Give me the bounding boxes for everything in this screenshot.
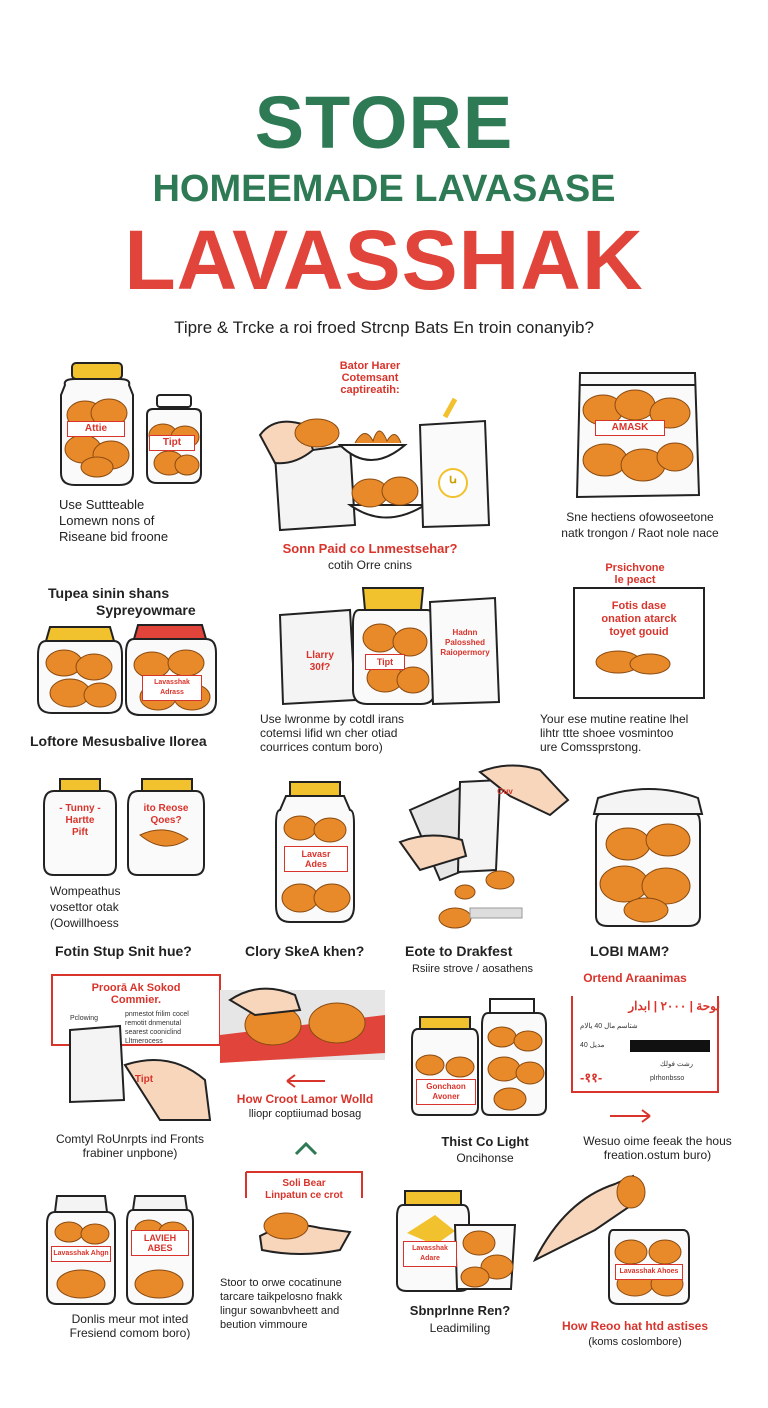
subtitle: Tipre & Trcke a roi froed Strcnp Bats En… bbox=[174, 318, 594, 337]
r2-jars-caption: Loftore Mesusbalive Ilorea bbox=[30, 733, 207, 749]
sign-hand-illustration bbox=[245, 1141, 363, 1255]
r4-ledger-head: Ortend Araanimas bbox=[583, 971, 687, 985]
r5-jar-open-caption: Leadimiling bbox=[429, 1321, 491, 1335]
r4-card-title: Proorā Ak Sokod Commier. bbox=[91, 982, 181, 1006]
r3-jar-head: Clory SkeA khen? bbox=[245, 943, 365, 959]
r3-bag-b-label: ito Reose Qoes? bbox=[143, 803, 189, 826]
r2-jar-label: Lavasshak Adrass bbox=[142, 675, 202, 701]
r4-tray-caption-red: How Croot Lamor Wolld bbox=[236, 1092, 374, 1106]
r3-jar-illustration bbox=[275, 781, 355, 923]
cell-r4-card: Proorā Ak Sokod Commier. Pclowing pnmest… bbox=[30, 970, 230, 1170]
r1-bags-caption: cotih Orre cnins bbox=[327, 558, 413, 572]
r2-bags-caption: Use lwronme by cotdl irans cotemsi lifid… bbox=[260, 712, 405, 754]
r5-hand-caption: Stoor to orwe cocatinune tarcare taikpel… bbox=[220, 1277, 343, 1331]
cell-r5-jars: Lavasshak Ahgn LAVIEH ABES Donlis meur m… bbox=[45, 1190, 215, 1350]
jar-label-a: Attie bbox=[67, 421, 125, 437]
r5-hand-jar-caption-red: How Reoo hat htd astises bbox=[561, 1319, 709, 1333]
r2-bag-b-label: Hadnn Palosshed Raiopermory bbox=[440, 628, 490, 657]
r2-card-top: Prsichvone le peact bbox=[605, 562, 665, 586]
r5-jar-label-b: LAVIEH ABES bbox=[131, 1230, 189, 1256]
r4-card-caption: Comtyl RoUnrpts ind Fronts frabiner unpb… bbox=[55, 1132, 205, 1160]
r4-card-tag: Tipt bbox=[134, 1074, 154, 1085]
r3-hands-sign: Ouv bbox=[497, 787, 513, 796]
title-homemade: HOMEEMADE LAVASASE bbox=[152, 168, 616, 210]
r3-hands-head: Eote to Drakfest bbox=[405, 943, 513, 959]
bags-illustration bbox=[258, 397, 491, 532]
r4-card-lines: pnmestot frilim cocel remotit dnmenutal … bbox=[125, 1011, 189, 1045]
r5-jar-label-a: Lavasshak Ahgn bbox=[51, 1246, 111, 1262]
jar-cloth-illustration bbox=[592, 788, 704, 927]
cell-r3-hands: Ouv bbox=[398, 760, 570, 930]
open-jar-illustration bbox=[396, 1190, 517, 1292]
r3-bags-illustration bbox=[43, 778, 205, 876]
r4-jars-head: Thist Co Light bbox=[441, 1134, 529, 1149]
r1-bag-caption: Sne hectiens ofowoseetone natk trongon /… bbox=[561, 510, 719, 540]
r4-ledger-row-1: 40 ﻣﺪﻳﻞ bbox=[580, 1042, 605, 1049]
r5-jar-open-head: Sbnprlnne Ren? bbox=[409, 1303, 511, 1318]
r2-jar-label-tipt: Tipt bbox=[365, 654, 405, 670]
cell-r2-card: Prsichvone le peact Fotis dase onation a… bbox=[530, 560, 760, 760]
jar-label-b: Tipt bbox=[149, 435, 195, 451]
tray-hand-illustration bbox=[220, 987, 385, 1088]
bag-mark: ꭎ bbox=[448, 471, 458, 486]
r4-ledger-foot-left: -११- bbox=[580, 1070, 603, 1085]
title-store: STORE bbox=[254, 81, 514, 164]
card-illustration bbox=[573, 587, 705, 699]
cell-r3-jar-cloth bbox=[590, 780, 720, 930]
cell-r5-hand-jar: Lavasshak Ahoes How Reoo hat htd astises… bbox=[532, 1170, 745, 1350]
r2-head1: Tupea sinin shans bbox=[48, 585, 170, 601]
cell-r2-jars: Tupea sinin shans Sypreyowmare Lavasshak… bbox=[30, 585, 250, 760]
r2-bag-a-label: Llarry 30f? bbox=[306, 650, 334, 673]
bag-label: AMASK bbox=[595, 420, 665, 436]
r4-ledger-arabic: لوحة | ٢٠٠٠ | ابدار bbox=[628, 999, 720, 1013]
ledger-illustration bbox=[571, 996, 719, 1123]
r3-jar-label: Lavasr Ades bbox=[284, 846, 348, 872]
r5-hand-jar-caption: (koms coslombore) bbox=[588, 1336, 682, 1348]
r1-jars-caption: Use Suttteable Lomewn nons of Riseane bi… bbox=[59, 497, 169, 544]
cell-r1-jars: Attie Tipt Use Suttteable Lomewn nons of… bbox=[45, 355, 245, 545]
r3-head-left: Fotin Stup Snit hue? bbox=[55, 943, 192, 959]
r2-card-caption: Your ese mutine reatine lhel lihtr ttte … bbox=[540, 712, 689, 754]
cell-r4-ledger: Ortend Araanimas لوحة | ٢٠٠٠ | ابدار ﺷﺘﺎ… bbox=[550, 968, 765, 1168]
cell-r4-jars: Gonchaon Avoner Thist Co Light Oncihonse bbox=[410, 995, 560, 1165]
recipe-card-illustration bbox=[51, 974, 221, 1121]
r4-jars-caption: Oncihonse bbox=[456, 1151, 514, 1165]
cell-r1-bags: Bator Harer Cotemsant captireatih: ꭎ Son… bbox=[255, 355, 505, 575]
r4-ledger-caption: Wesuo oime feeak the hous freation.ostum… bbox=[583, 1134, 732, 1162]
r4-ledger-row-0: ﺷﺘﺎﺳﻢ ﻣﺎﻝ 40 ﻳﺎﻻﻡ bbox=[580, 1023, 638, 1030]
cell-r5-jar-open: Lavasshak Adare Sbnprlnne Ren? Leadimili… bbox=[395, 1185, 535, 1350]
cell-r1-bag: AMASK Sne hectiens ofowoseetone natk tro… bbox=[525, 365, 755, 545]
r4-ledger-foot-right: plrhonbsso bbox=[650, 1075, 685, 1082]
title-lavasshak: LAVASSHAK bbox=[124, 213, 644, 307]
r3-bags-caption: Wompeathus vosettor otak (Oowillhoess bbox=[50, 884, 121, 930]
r2-head2: Sypreyowmare bbox=[96, 602, 196, 618]
r2-bags-illustration bbox=[278, 587, 501, 706]
r1-bags-caption-red: Sonn Paid co Lnmestsehar? bbox=[282, 541, 458, 556]
cell-r3-bags: - Tunny - Hartte Pift ito Reose Qoes? Wo… bbox=[40, 775, 240, 935]
r4-ledger-row-2: ﺭﺷﺖ ﻓﻮﻟﻚ bbox=[660, 1061, 694, 1068]
hands-bag-illustration bbox=[398, 764, 570, 929]
r5-hand-sign: Soli Bear Linpatun ce crot bbox=[265, 1178, 343, 1201]
r3-hands-caption: Rsiire strove / aosathens bbox=[411, 963, 534, 975]
cell-r5-hand: Soli Bear Linpatun ce crot Stoor to orwe… bbox=[220, 1140, 390, 1340]
r5-jars-caption: Donlis meur mot inted Fresiend comom bor… bbox=[69, 1312, 191, 1340]
r5-jar-open-label: Lavasshak Adare bbox=[403, 1241, 457, 1267]
r4-card-side: Pclowing bbox=[70, 1015, 99, 1022]
cell-r4-tray: How Croot Lamor Wolld lliopr coptiiumad … bbox=[215, 975, 395, 1125]
r3-jar-cloth-head: LOBI MAM? bbox=[590, 943, 670, 959]
r5-hand-jar-label: Lavasshak Ahoes bbox=[615, 1264, 683, 1280]
cell-r3-jar: Lavasr Ades bbox=[270, 780, 390, 970]
r4-jar-label: Gonchaon Avoner bbox=[416, 1079, 476, 1105]
hand-jar-illustration bbox=[532, 1174, 690, 1305]
r1-bags-top: Bator Harer Cotemsant captireatih: bbox=[339, 360, 401, 396]
r3-bag-a-label: - Tunny - Hartte Pift bbox=[59, 803, 101, 838]
r4-tray-caption: lliopr coptiiumad bosag bbox=[248, 1108, 362, 1120]
cell-r2-bags: Llarry 30f? Tipt Hadnn Palosshed Raioper… bbox=[255, 580, 515, 760]
r2-card-text: Fotis dase onation atarck toyet gouid bbox=[601, 600, 677, 638]
